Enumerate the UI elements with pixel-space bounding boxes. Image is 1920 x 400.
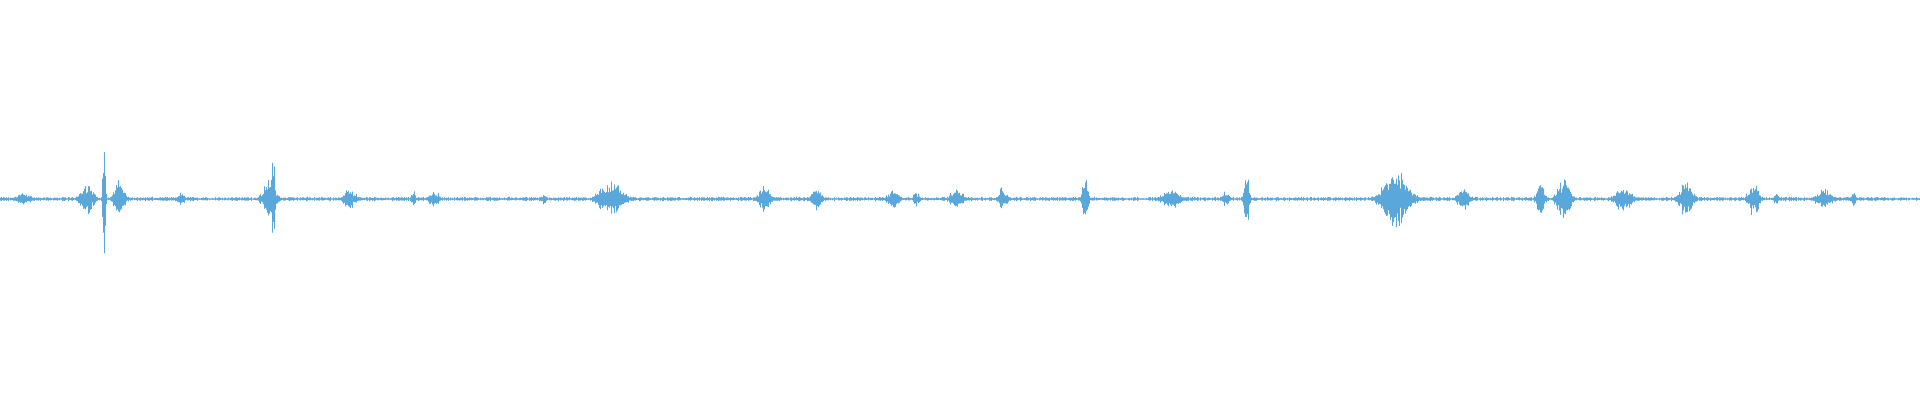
waveform-trace <box>0 152 1920 254</box>
